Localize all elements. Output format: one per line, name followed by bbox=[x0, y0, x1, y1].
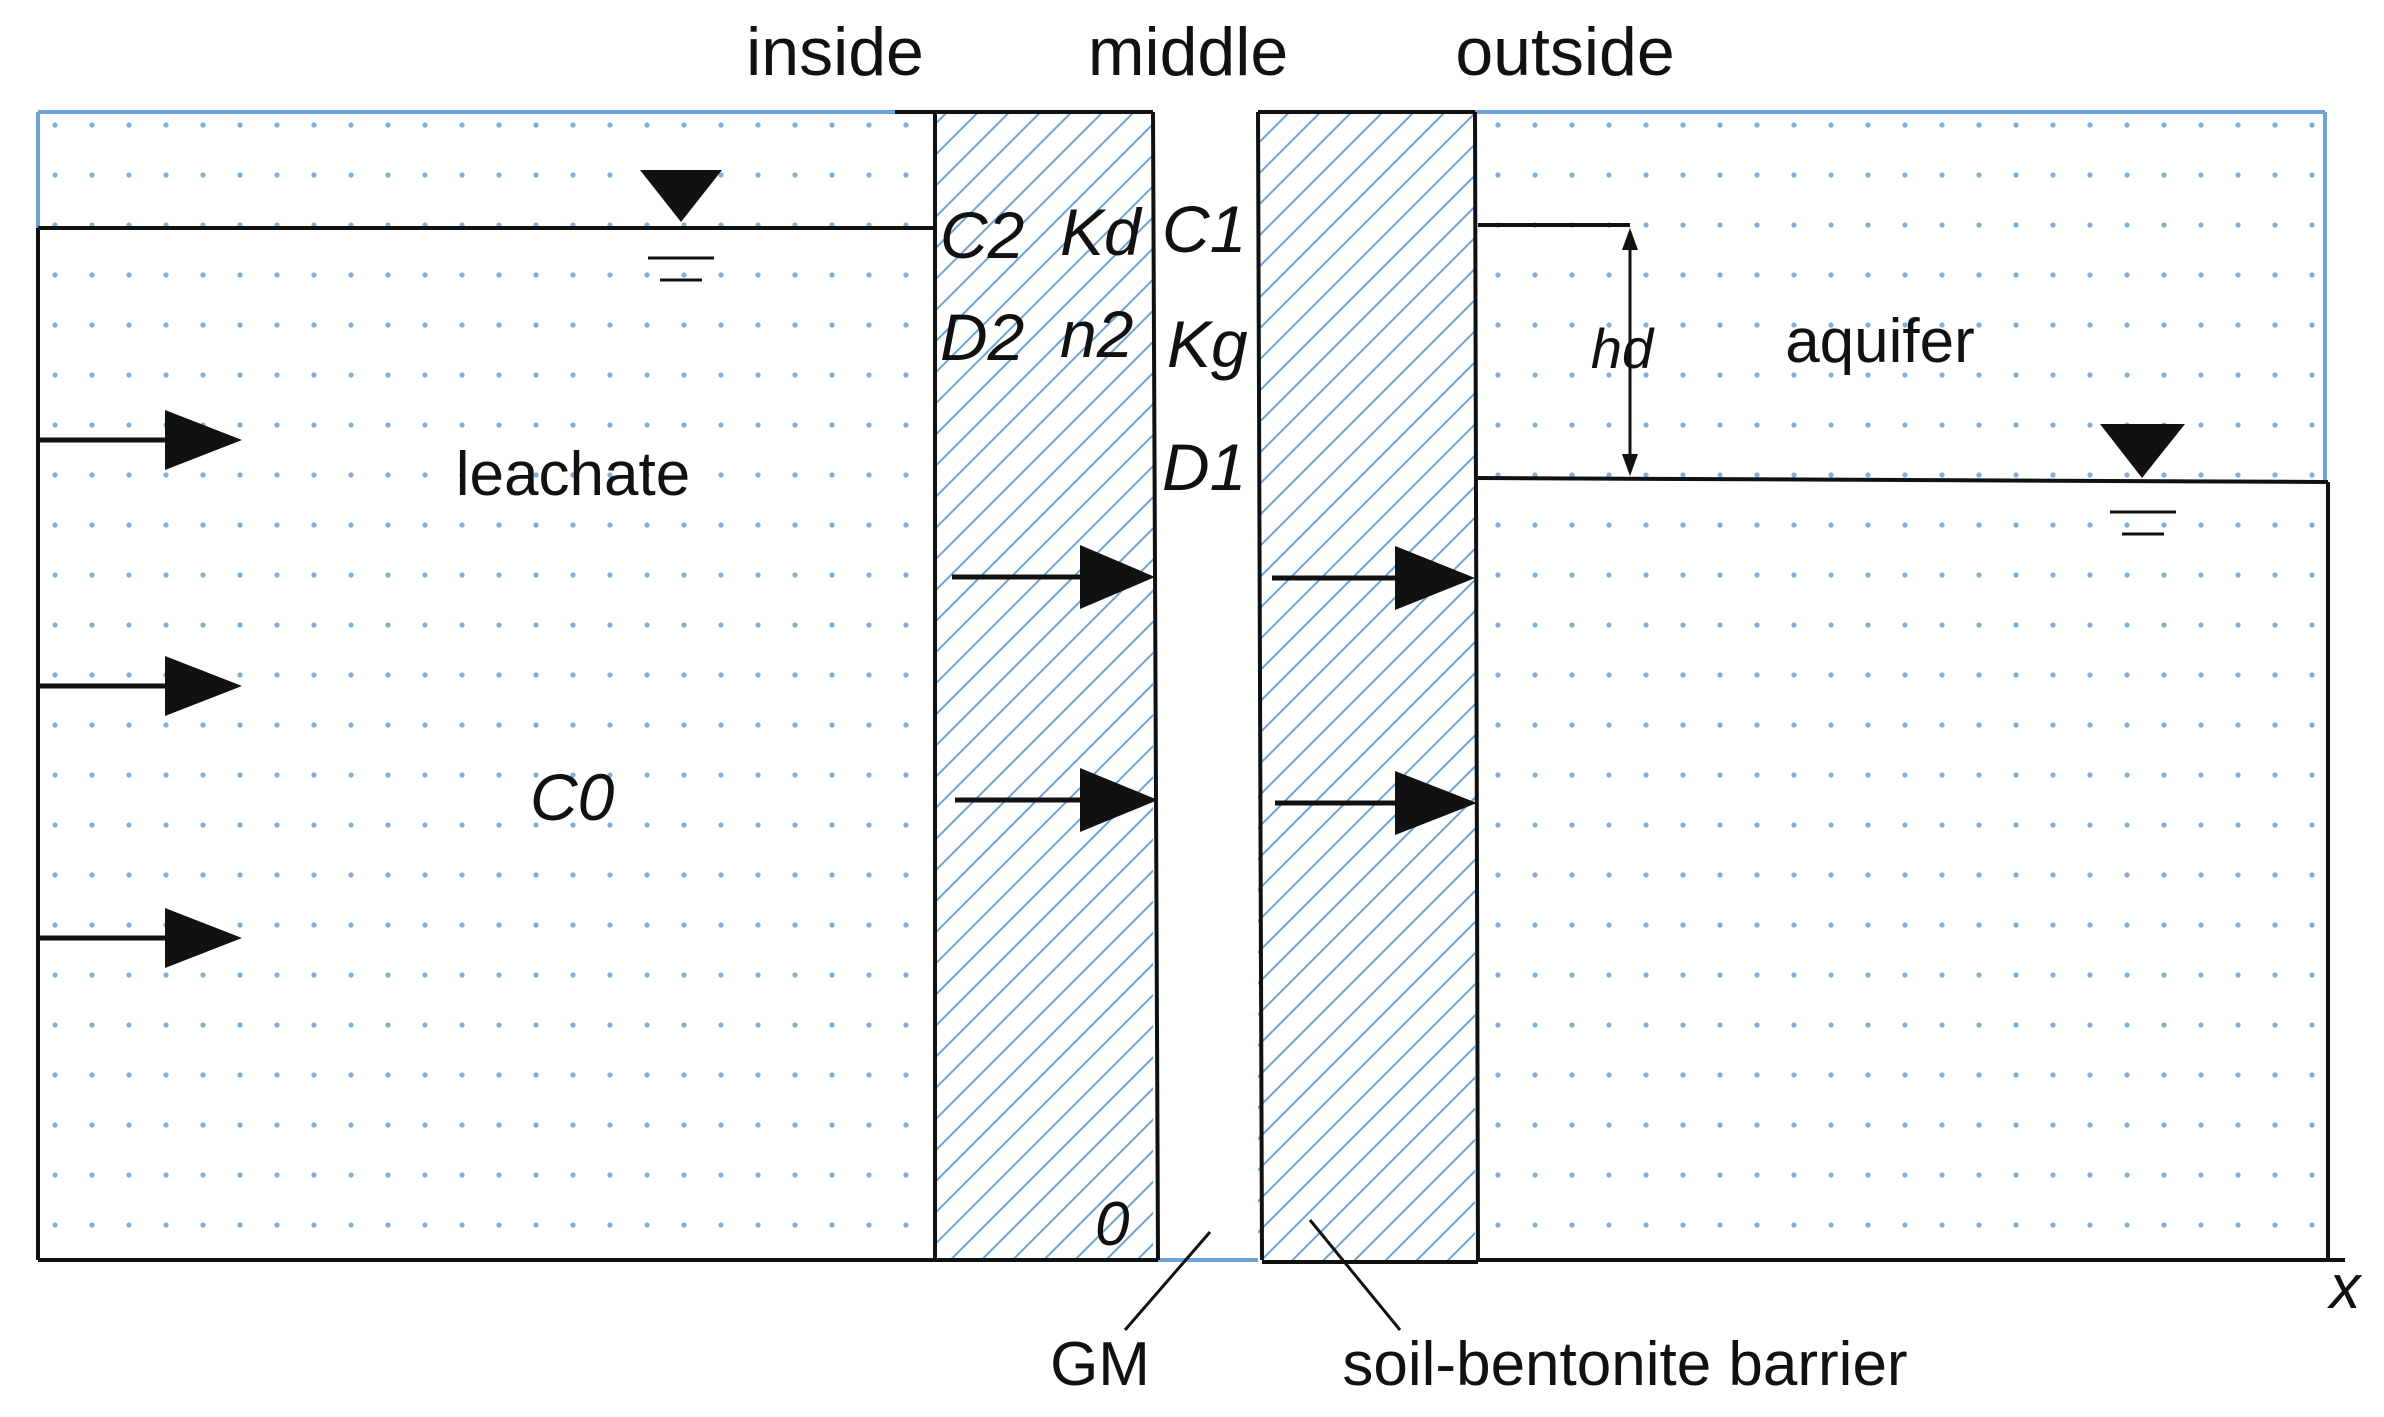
origin-label: 0 bbox=[1095, 1190, 1129, 1259]
flow-arrow-outer-upper bbox=[1272, 546, 1475, 610]
flow-arrow-1 bbox=[38, 410, 242, 470]
flow-arrow-2 bbox=[38, 656, 242, 716]
water-boundary bbox=[36, 110, 2327, 1262]
x-axis-label: x bbox=[2327, 1253, 2363, 1322]
gm-label: GM bbox=[1050, 1330, 1150, 1399]
flow-arrow-3 bbox=[38, 908, 242, 968]
aquifer-label: aquifer bbox=[1785, 307, 1975, 376]
inside-label: inside bbox=[746, 14, 924, 90]
aquifer-zone bbox=[1475, 112, 2325, 1260]
flow-arrow-inner-lower bbox=[955, 768, 1158, 832]
d2-label: D2 bbox=[940, 300, 1024, 374]
flow-arrow-outer-lower bbox=[1275, 771, 1477, 835]
c2-label: C2 bbox=[940, 198, 1024, 272]
barrier-leader-line bbox=[1308, 1219, 1402, 1331]
head-difference-arrow bbox=[1622, 228, 1638, 476]
inner-barrier-wall bbox=[935, 112, 1153, 1260]
c1-label: C1 bbox=[1162, 192, 1246, 266]
source-concentration-label: C0 bbox=[530, 760, 615, 834]
d1-label: D1 bbox=[1162, 430, 1246, 504]
hd-label: hd bbox=[1591, 317, 1655, 380]
leachate-water-table-symbol bbox=[640, 170, 722, 282]
outside-label: outside bbox=[1455, 14, 1674, 90]
leachate-label: leachate bbox=[456, 440, 690, 509]
middle-label: middle bbox=[1088, 14, 1288, 90]
n2-label: n2 bbox=[1060, 297, 1133, 371]
kd-label: Kd bbox=[1060, 195, 1143, 269]
flow-arrow-inner-upper bbox=[952, 545, 1155, 609]
kg-label: Kg bbox=[1167, 307, 1248, 381]
gm-leader-line bbox=[1123, 1231, 1212, 1331]
aquifer-water-table-symbol bbox=[2100, 424, 2185, 536]
outer-barrier-wall bbox=[1258, 112, 1475, 1260]
barrier-label: soil-bentonite barrier bbox=[1342, 1330, 1907, 1399]
outline bbox=[36, 110, 2345, 1264]
